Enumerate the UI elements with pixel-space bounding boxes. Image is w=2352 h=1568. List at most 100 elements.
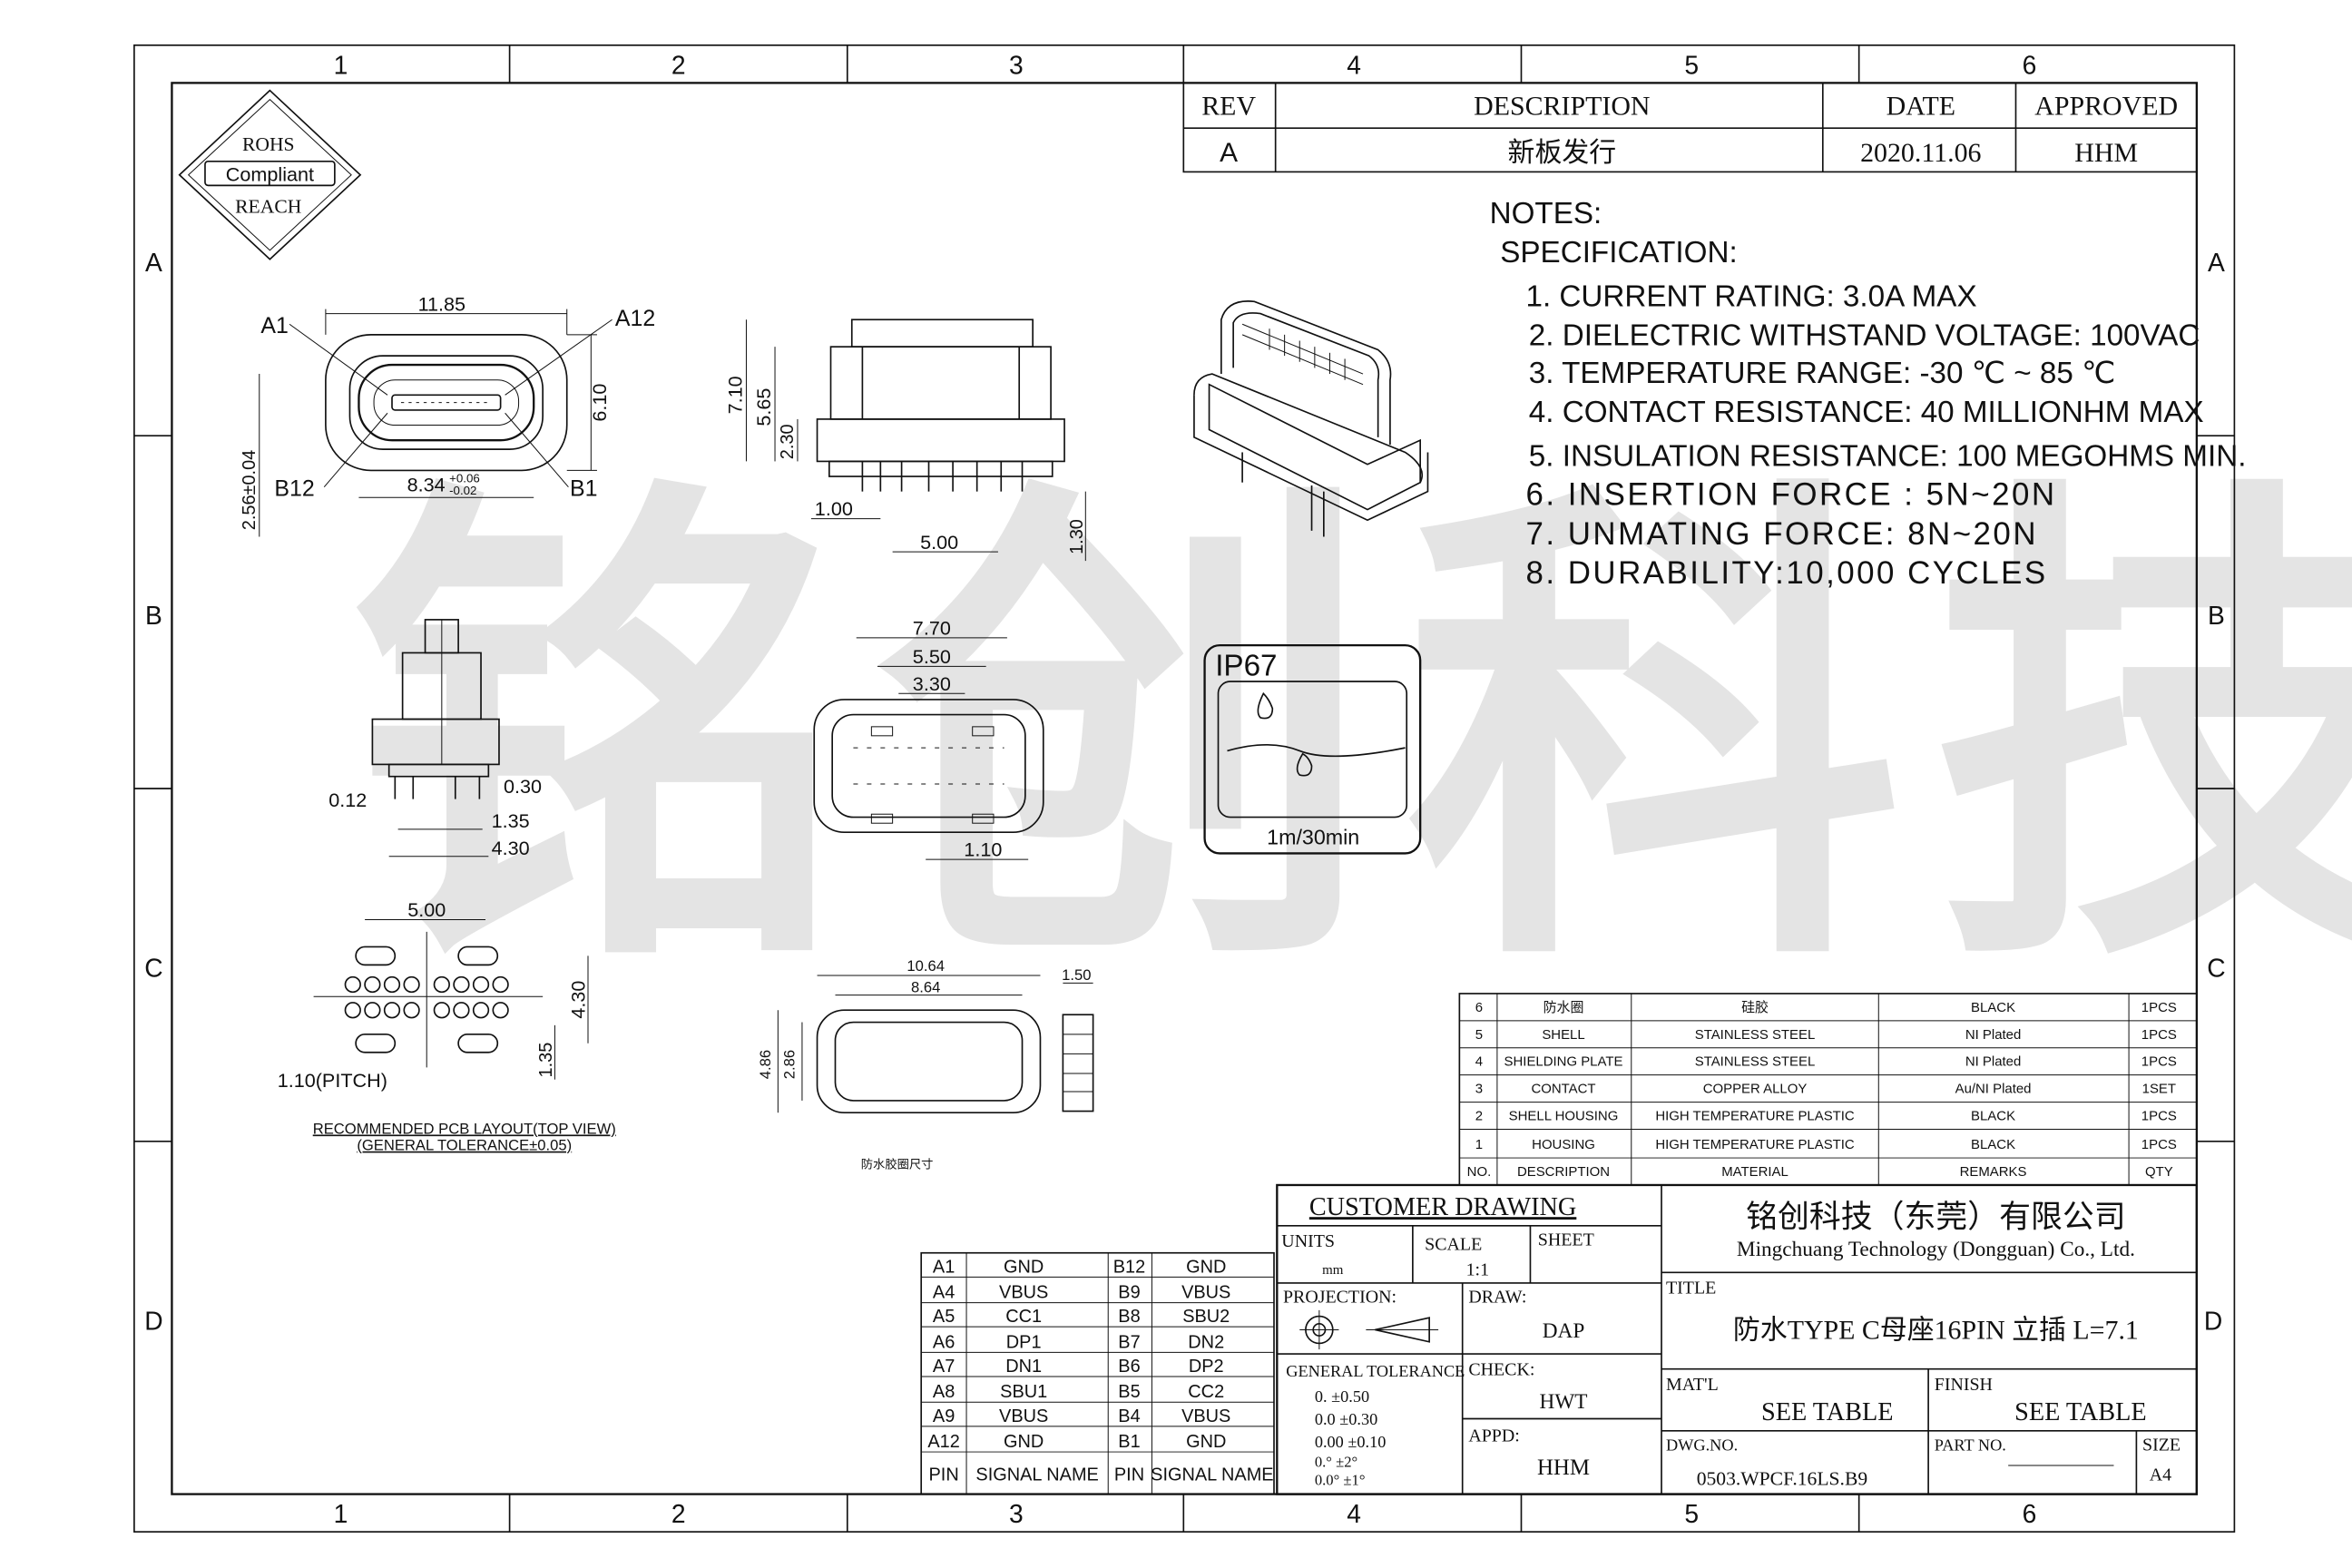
zone-col-2-bottom: 2 xyxy=(671,1499,686,1528)
pin-row: A1 GND B12 GND xyxy=(933,1257,1226,1277)
signal-a: GND xyxy=(1004,1257,1044,1277)
front-outer-shell xyxy=(325,334,568,472)
pcb-layout: 5.00 4.30 1.35 1.10(PITCH) RECOMMENDED P… xyxy=(278,898,616,1154)
signal-a: VBUS xyxy=(999,1283,1048,1303)
approved-header: APPROVED xyxy=(2034,91,2178,121)
droplet-icon xyxy=(1296,752,1313,777)
dim-bottom-w3: 3.30 xyxy=(913,672,951,695)
pin-header: PIN xyxy=(929,1465,959,1485)
units-label: UNITS xyxy=(1281,1231,1335,1251)
bom-qty: 1PCS xyxy=(2141,1137,2177,1152)
dim-pcb-width: 5.00 xyxy=(407,898,446,921)
tolerance-2: 0.0 ±0.30 xyxy=(1315,1410,1377,1428)
note-5: 5. INSULATION RESISTANCE: 100 MEGOHMS MI… xyxy=(1529,439,2247,473)
bom-row: 5 SHELL STAINLESS STEEL NI Plated 1PCS xyxy=(1475,1027,2177,1043)
bom-material: 硅胶 xyxy=(1741,1000,1769,1015)
bom-remarks: BLACK xyxy=(1971,1137,2015,1152)
gasket-view: 10.64 8.64 4.86 2.86 1.50 防水胶圈尺寸 xyxy=(757,957,1094,1171)
zone-col-5-top: 5 xyxy=(1684,50,1699,79)
dim-end-d4: 4.30 xyxy=(492,837,530,859)
scale-value: 1:1 xyxy=(1466,1260,1489,1280)
zone-col-4-bottom: 4 xyxy=(1347,1499,1361,1528)
date-header: DATE xyxy=(1886,91,1955,121)
bom-qty: 1SET xyxy=(2142,1082,2176,1097)
bottom-view: 7.70 5.50 3.30 1.10 xyxy=(813,617,1044,861)
isometric-view xyxy=(1193,300,1429,537)
revision-table: REV DESCRIPTION DATE APPROVED A 新板发行 202… xyxy=(1182,82,2198,173)
signal-a: DN1 xyxy=(1005,1357,1042,1377)
bom-no: 6 xyxy=(1475,1000,1483,1015)
dim-side-h1: 7.10 xyxy=(723,376,746,414)
pin-b: B8 xyxy=(1118,1307,1140,1327)
dwg-label: DWG.NO. xyxy=(1666,1436,1738,1454)
pin-b: B1 xyxy=(1118,1432,1140,1452)
dim-bottom-w2: 5.50 xyxy=(913,645,951,668)
dim-pcb-height: 4.30 xyxy=(567,981,590,1019)
units-value: mm xyxy=(1322,1263,1344,1278)
pin-a: A9 xyxy=(933,1406,955,1426)
zone-col-6-bottom: 6 xyxy=(2023,1499,2037,1528)
dim-bottom-pitch: 1.10 xyxy=(964,838,1002,861)
draw-value: DAP xyxy=(1543,1319,1585,1343)
check-label: CHECK: xyxy=(1468,1359,1534,1379)
dim-front-inner: 8.34 xyxy=(407,474,446,496)
pin-a: A12 xyxy=(927,1432,959,1452)
pin-b: B5 xyxy=(1118,1382,1140,1402)
pin-b: B6 xyxy=(1118,1357,1140,1377)
bom-header-description: DESCRIPTION xyxy=(1517,1164,1610,1180)
scale-label: SCALE xyxy=(1425,1234,1482,1254)
bom-part: HOUSING xyxy=(1532,1137,1595,1152)
pin-a: A6 xyxy=(933,1332,955,1352)
matl-label: MAT'L xyxy=(1666,1375,1719,1395)
bom-row: SHIELDING PLATE 4 STAINLESS STEEL NI Pla… xyxy=(1475,1054,2177,1070)
label-a1: A1 xyxy=(260,313,288,338)
projection-label: PROJECTION: xyxy=(1283,1288,1396,1308)
bom-header-qty: QTY xyxy=(2145,1164,2173,1180)
side-view: 7.10 5.65 2.30 1.00 5.00 1.30 xyxy=(723,318,1087,562)
dim-gasket-h2: 2.86 xyxy=(781,1050,799,1079)
description-value: 新板发行 xyxy=(1508,138,1617,168)
bom-part: CONTACT xyxy=(1531,1082,1595,1097)
note-3: 3. TEMPERATURE RANGE: -30 ℃ ~ 85 ℃ xyxy=(1529,357,2116,390)
badge-diamond xyxy=(178,89,362,260)
zone-row-d-left: D xyxy=(144,1306,162,1335)
pin-row: A6 DP1 B7 DN2 xyxy=(933,1332,1224,1352)
bom-no: 3 xyxy=(1475,1082,1483,1097)
note-8: 8. DURABILITY:10,000 CYCLES xyxy=(1525,555,2047,591)
dwg-value: 0503.WPCF.16LS.B9 xyxy=(1697,1468,1867,1490)
dim-front-height: 6.10 xyxy=(588,384,611,422)
bom-remarks: BLACK xyxy=(1971,1109,2015,1124)
appd-value: HHM xyxy=(1537,1455,1590,1480)
bom-no: 5 xyxy=(1475,1027,1483,1043)
note-7: 7. UNMATING FORCE: 8N~20N xyxy=(1525,516,2038,552)
bom-qty: 1PCS xyxy=(2141,1109,2177,1124)
tolerance-3: 0.00 ±0.10 xyxy=(1315,1433,1387,1451)
signal-header: SIGNAL NAME xyxy=(975,1465,1098,1485)
bom-material: COPPER ALLOY xyxy=(1703,1082,1808,1097)
pin-b: B4 xyxy=(1118,1406,1140,1426)
label-b12: B12 xyxy=(274,476,314,502)
signal-a: CC1 xyxy=(1005,1307,1042,1327)
bom-no: 2 xyxy=(1475,1109,1483,1124)
title-label: TITLE xyxy=(1666,1279,1716,1298)
dim-side-span: 5.00 xyxy=(920,531,958,554)
bom-header-material: MATERIAL xyxy=(1721,1164,1788,1180)
zone-col-5-bottom: 5 xyxy=(1684,1499,1699,1528)
zone-row-a-right: A xyxy=(2208,248,2225,277)
badge-compliant: Compliant xyxy=(226,162,314,185)
note-4: 4. CONTACT RESISTANCE: 40 MILLIONHM MAX xyxy=(1529,396,2204,429)
finish-value: SEE TABLE xyxy=(2014,1398,2146,1426)
zone-col-3-bottom: 3 xyxy=(1009,1499,1024,1528)
dim-bottom-w1: 7.70 xyxy=(913,617,951,640)
date-value: 2020.11.06 xyxy=(1860,138,1981,168)
gasket-caption: 防水胶圈尺寸 xyxy=(861,1157,934,1171)
ip-depth: 1m/30min xyxy=(1267,825,1359,848)
appd-label: APPD: xyxy=(1468,1426,1519,1446)
pcb-caption-2: (GENERAL TOLERANCE±0.05) xyxy=(357,1137,572,1154)
pin-row: A5 CC1 B8 SBU2 xyxy=(933,1307,1230,1327)
description-header: DESCRIPTION xyxy=(1474,91,1650,121)
signal-b: VBUS xyxy=(1181,1283,1230,1303)
note-1: 1. CURRENT RATING: 3.0A MAX xyxy=(1525,279,1976,313)
bom-table: 6 防水圈 硅胶 BLACK 1PCS 5 SHELL STAINLESS ST… xyxy=(1458,993,2198,1186)
